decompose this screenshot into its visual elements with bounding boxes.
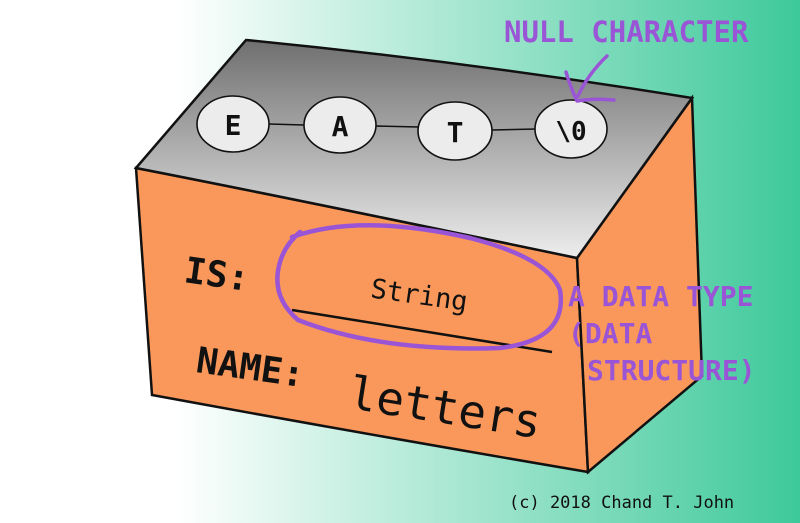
copyright-text: (c) 2018 Chand T. John <box>509 493 734 513</box>
box-top-face <box>133 38 695 260</box>
string-node-2-label: T <box>447 116 464 149</box>
node-connectors <box>268 123 537 131</box>
string-node-3: \0 <box>534 99 608 159</box>
type-highlight-circle <box>275 223 564 351</box>
null-character-annotation: NULL CHARACTER <box>504 15 749 49</box>
null-character-arrow <box>564 54 616 103</box>
string-node-1-label: A <box>332 110 349 143</box>
data-type-annotation-line2: (DATA <box>568 317 652 350</box>
data-type-annotation: A DATA TYPE (DATA STRUCTURE) <box>568 280 756 387</box>
data-type-annotation-line3: STRUCTURE) <box>587 354 756 387</box>
string-node-2: T <box>417 101 493 161</box>
string-node-1: A <box>303 96 377 154</box>
string-node-0-label: E <box>225 109 242 142</box>
data-type-annotation-line1: A DATA TYPE <box>568 280 753 313</box>
string-node-3-label: \0 <box>555 117 586 147</box>
is-label: IS: <box>182 250 252 300</box>
string-node-0: E <box>196 95 270 153</box>
